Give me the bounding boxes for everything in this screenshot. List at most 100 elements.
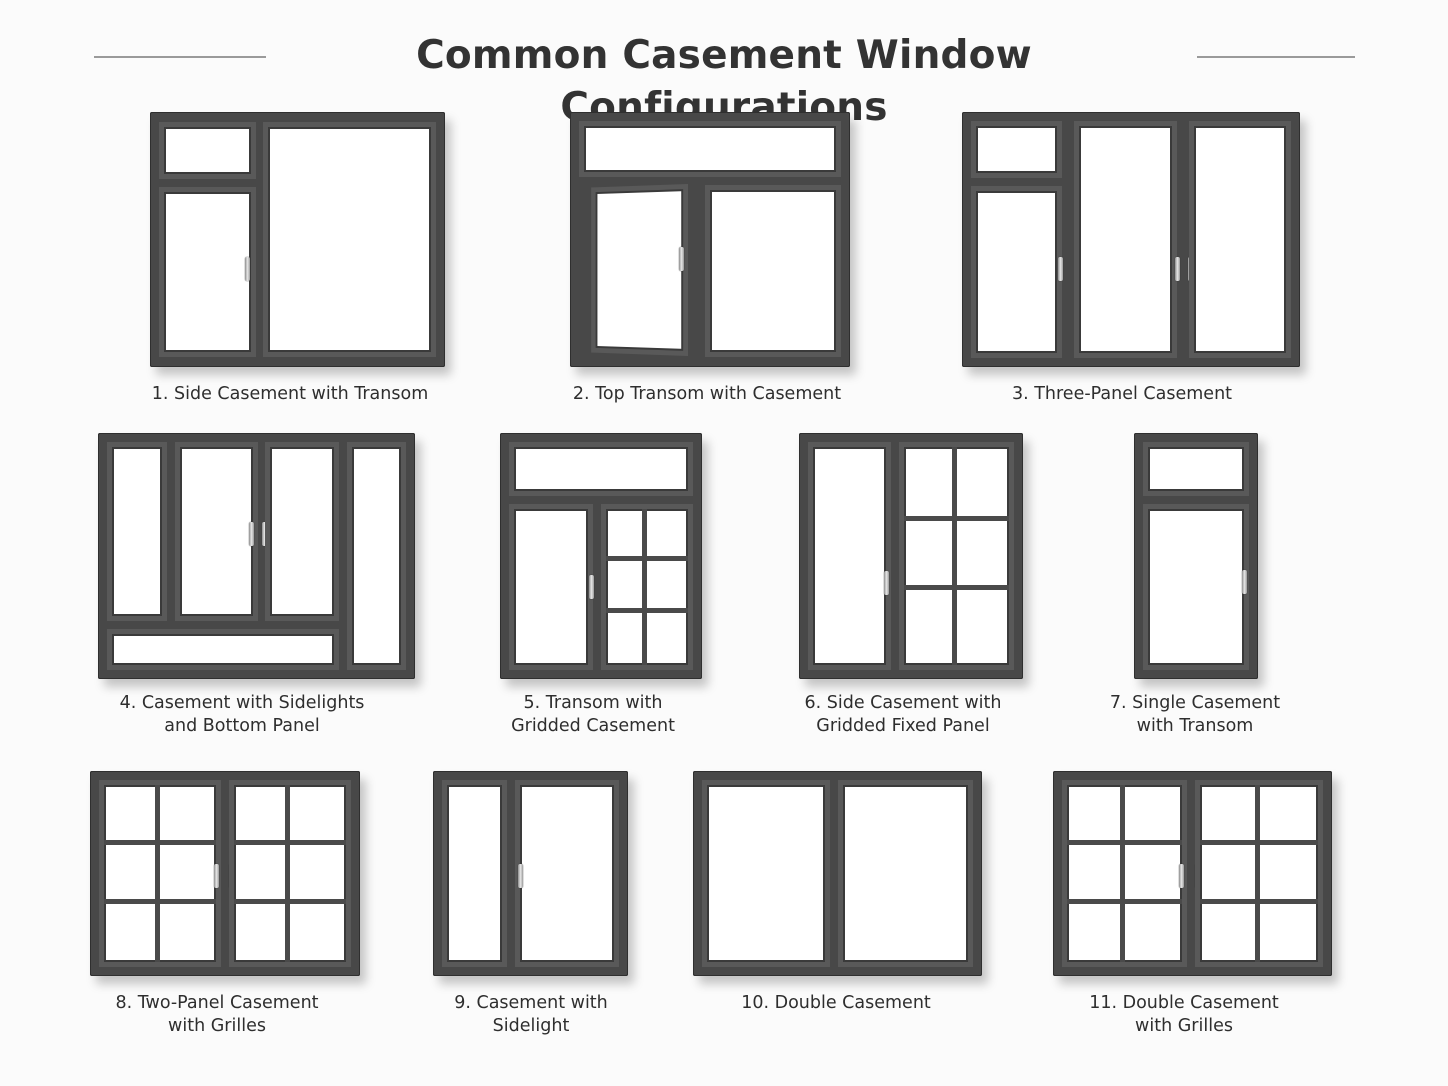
window-1-transom-pane [159, 122, 256, 179]
caption-line: with Transom [1136, 716, 1254, 736]
window-2-opened-sash [591, 184, 688, 356]
window-11-right-sash [1195, 780, 1323, 967]
window-5-grille-vertical [642, 509, 647, 665]
caption-line: 4. Casement with Sidelights [119, 693, 365, 713]
caption-line: 6. Side Casement with [804, 693, 1002, 713]
window-2-caption: 2. Top Transom with Casement [557, 383, 857, 406]
window-6-casement-sash [808, 442, 891, 670]
window-6-caption: 6. Side Casement with Gridded Fixed Pane… [753, 692, 1053, 738]
window-5-grille-horizontal-2 [606, 608, 688, 613]
window-4-left-sidelight [107, 442, 167, 621]
window-7-transom-pane [1143, 442, 1249, 496]
window-10-right-sash [838, 780, 973, 967]
caption-line: Gridded Fixed Panel [816, 716, 990, 736]
caption-line: Gridded Casement [511, 716, 675, 736]
caption-line: 9. Casement with [454, 993, 608, 1013]
window-2-handle-left-icon [679, 247, 684, 271]
window-1-handle-icon [245, 257, 250, 281]
window-6-grille-horizontal-1 [904, 516, 1009, 521]
caption-line: with Grilles [168, 1016, 266, 1036]
window-4-bottom-panel [107, 629, 339, 670]
window-1-side-casement-with-transom [150, 112, 445, 367]
window-10-caption: 10. Double Casement [686, 992, 986, 1015]
window-5-handle-icon [589, 575, 594, 599]
window-6-side-casement-with-gridded-fixed-panel [799, 433, 1023, 679]
window-11-right-grille-horizontal-1 [1200, 840, 1318, 845]
window-7-handle-icon [1242, 570, 1247, 594]
window-1-fixed-pane [263, 122, 436, 357]
caption-line: 2. Top Transom with Casement [572, 384, 842, 404]
window-8-right-grille-vertical [285, 785, 290, 962]
caption-line: Sidelight [492, 1016, 570, 1036]
window-3-caption: 3. Three-Panel Casement [972, 383, 1272, 406]
caption-line: and Bottom Panel [164, 716, 320, 736]
window-5-transom-pane [509, 442, 693, 496]
window-11-caption: 11. Double Casement with Grilles [1034, 992, 1334, 1038]
window-9-casement-sash [515, 780, 619, 967]
window-8-right-sash [229, 780, 351, 967]
window-2-right-sash [705, 185, 841, 357]
page-title: Common Casement Window Configurations [416, 33, 1032, 130]
window-3-right-sash [1189, 121, 1291, 358]
window-8-left-grille-vertical [155, 785, 160, 962]
window-11-left-sash [1062, 780, 1187, 967]
caption-line: 11. Double Casement [1089, 993, 1279, 1013]
window-11-left-grille-horizontal-2 [1067, 899, 1182, 904]
caption-line: 3. Three-Panel Casement [1011, 384, 1233, 404]
window-4-casement-with-sidelights-and-bottom-panel [98, 433, 415, 679]
window-3-transom-pane [971, 121, 1062, 178]
window-11-right-grille-horizontal-2 [1200, 899, 1318, 904]
window-7-casement-sash [1143, 504, 1249, 670]
window-6-handle-icon [884, 571, 889, 595]
window-3-three-panel-casement [962, 112, 1300, 367]
window-3-left-sash [971, 186, 1062, 358]
window-8-left-grille-horizontal-2 [104, 899, 216, 904]
window-5-transom-with-gridded-casement [500, 433, 702, 679]
window-11-left-grille-horizontal-1 [1067, 840, 1182, 845]
window-4-caption: 4. Casement with Sidelights and Bottom P… [92, 692, 392, 738]
caption-line: 1. Side Casement with Transom [151, 384, 429, 404]
window-11-double-casement-with-grilles [1053, 771, 1332, 976]
window-9-casement-with-sidelight [433, 771, 628, 976]
window-11-handle-left-icon [1179, 864, 1184, 888]
window-11-left-grille-vertical [1120, 785, 1125, 962]
window-1-casement-sash [159, 187, 256, 357]
title-rule-right [1197, 56, 1355, 58]
caption-line: with Grilles [1135, 1016, 1233, 1036]
window-8-right-grille-horizontal-1 [234, 840, 346, 845]
window-7-single-casement-with-transom [1134, 433, 1258, 679]
window-10-double-casement [693, 771, 982, 976]
caption-line: 8. Two-Panel Casement [115, 993, 319, 1013]
window-4-handle-left-icon [249, 522, 254, 546]
window-3-center-pane [1074, 121, 1177, 358]
window-4-right-sidelight [347, 442, 406, 670]
window-7-caption: 7. Single Casement with Transom [1045, 692, 1345, 738]
window-6-grille-vertical [952, 447, 957, 665]
window-9-sidelight [442, 780, 507, 967]
window-6-gridded-fixed-panel [899, 442, 1014, 670]
window-4-left-sash [175, 442, 258, 621]
window-9-caption: 9. Casement with Sidelight [381, 992, 681, 1038]
window-2-transom-pane [579, 121, 841, 177]
window-8-left-grille-horizontal-1 [104, 840, 216, 845]
window-3-handle-2-icon [1175, 257, 1180, 281]
caption-line: 5. Transom with [523, 693, 663, 713]
window-5-caption: 5. Transom with Gridded Casement [443, 692, 743, 738]
window-8-two-panel-casement-with-grilles [90, 771, 360, 976]
window-8-handle-left-icon [214, 864, 219, 888]
window-2-top-transom-with-casement [570, 112, 850, 367]
caption-line: 10. Double Casement [741, 993, 931, 1013]
window-4-right-sash [265, 442, 339, 621]
window-9-handle-icon [518, 864, 523, 888]
window-4-handle-right-icon [262, 522, 267, 546]
window-5-grille-horizontal-1 [606, 556, 688, 561]
window-5-gridded-sash [601, 504, 693, 670]
window-1-caption: 1. Side Casement with Transom [140, 383, 440, 406]
window-8-right-grille-horizontal-2 [234, 899, 346, 904]
window-3-handle-1-icon [1058, 257, 1063, 281]
window-8-left-sash [99, 780, 221, 967]
window-11-right-grille-vertical [1255, 785, 1260, 962]
window-5-left-sash [509, 504, 593, 670]
caption-line: 7. Single Casement [1109, 693, 1281, 713]
title-rule-left [94, 56, 266, 58]
